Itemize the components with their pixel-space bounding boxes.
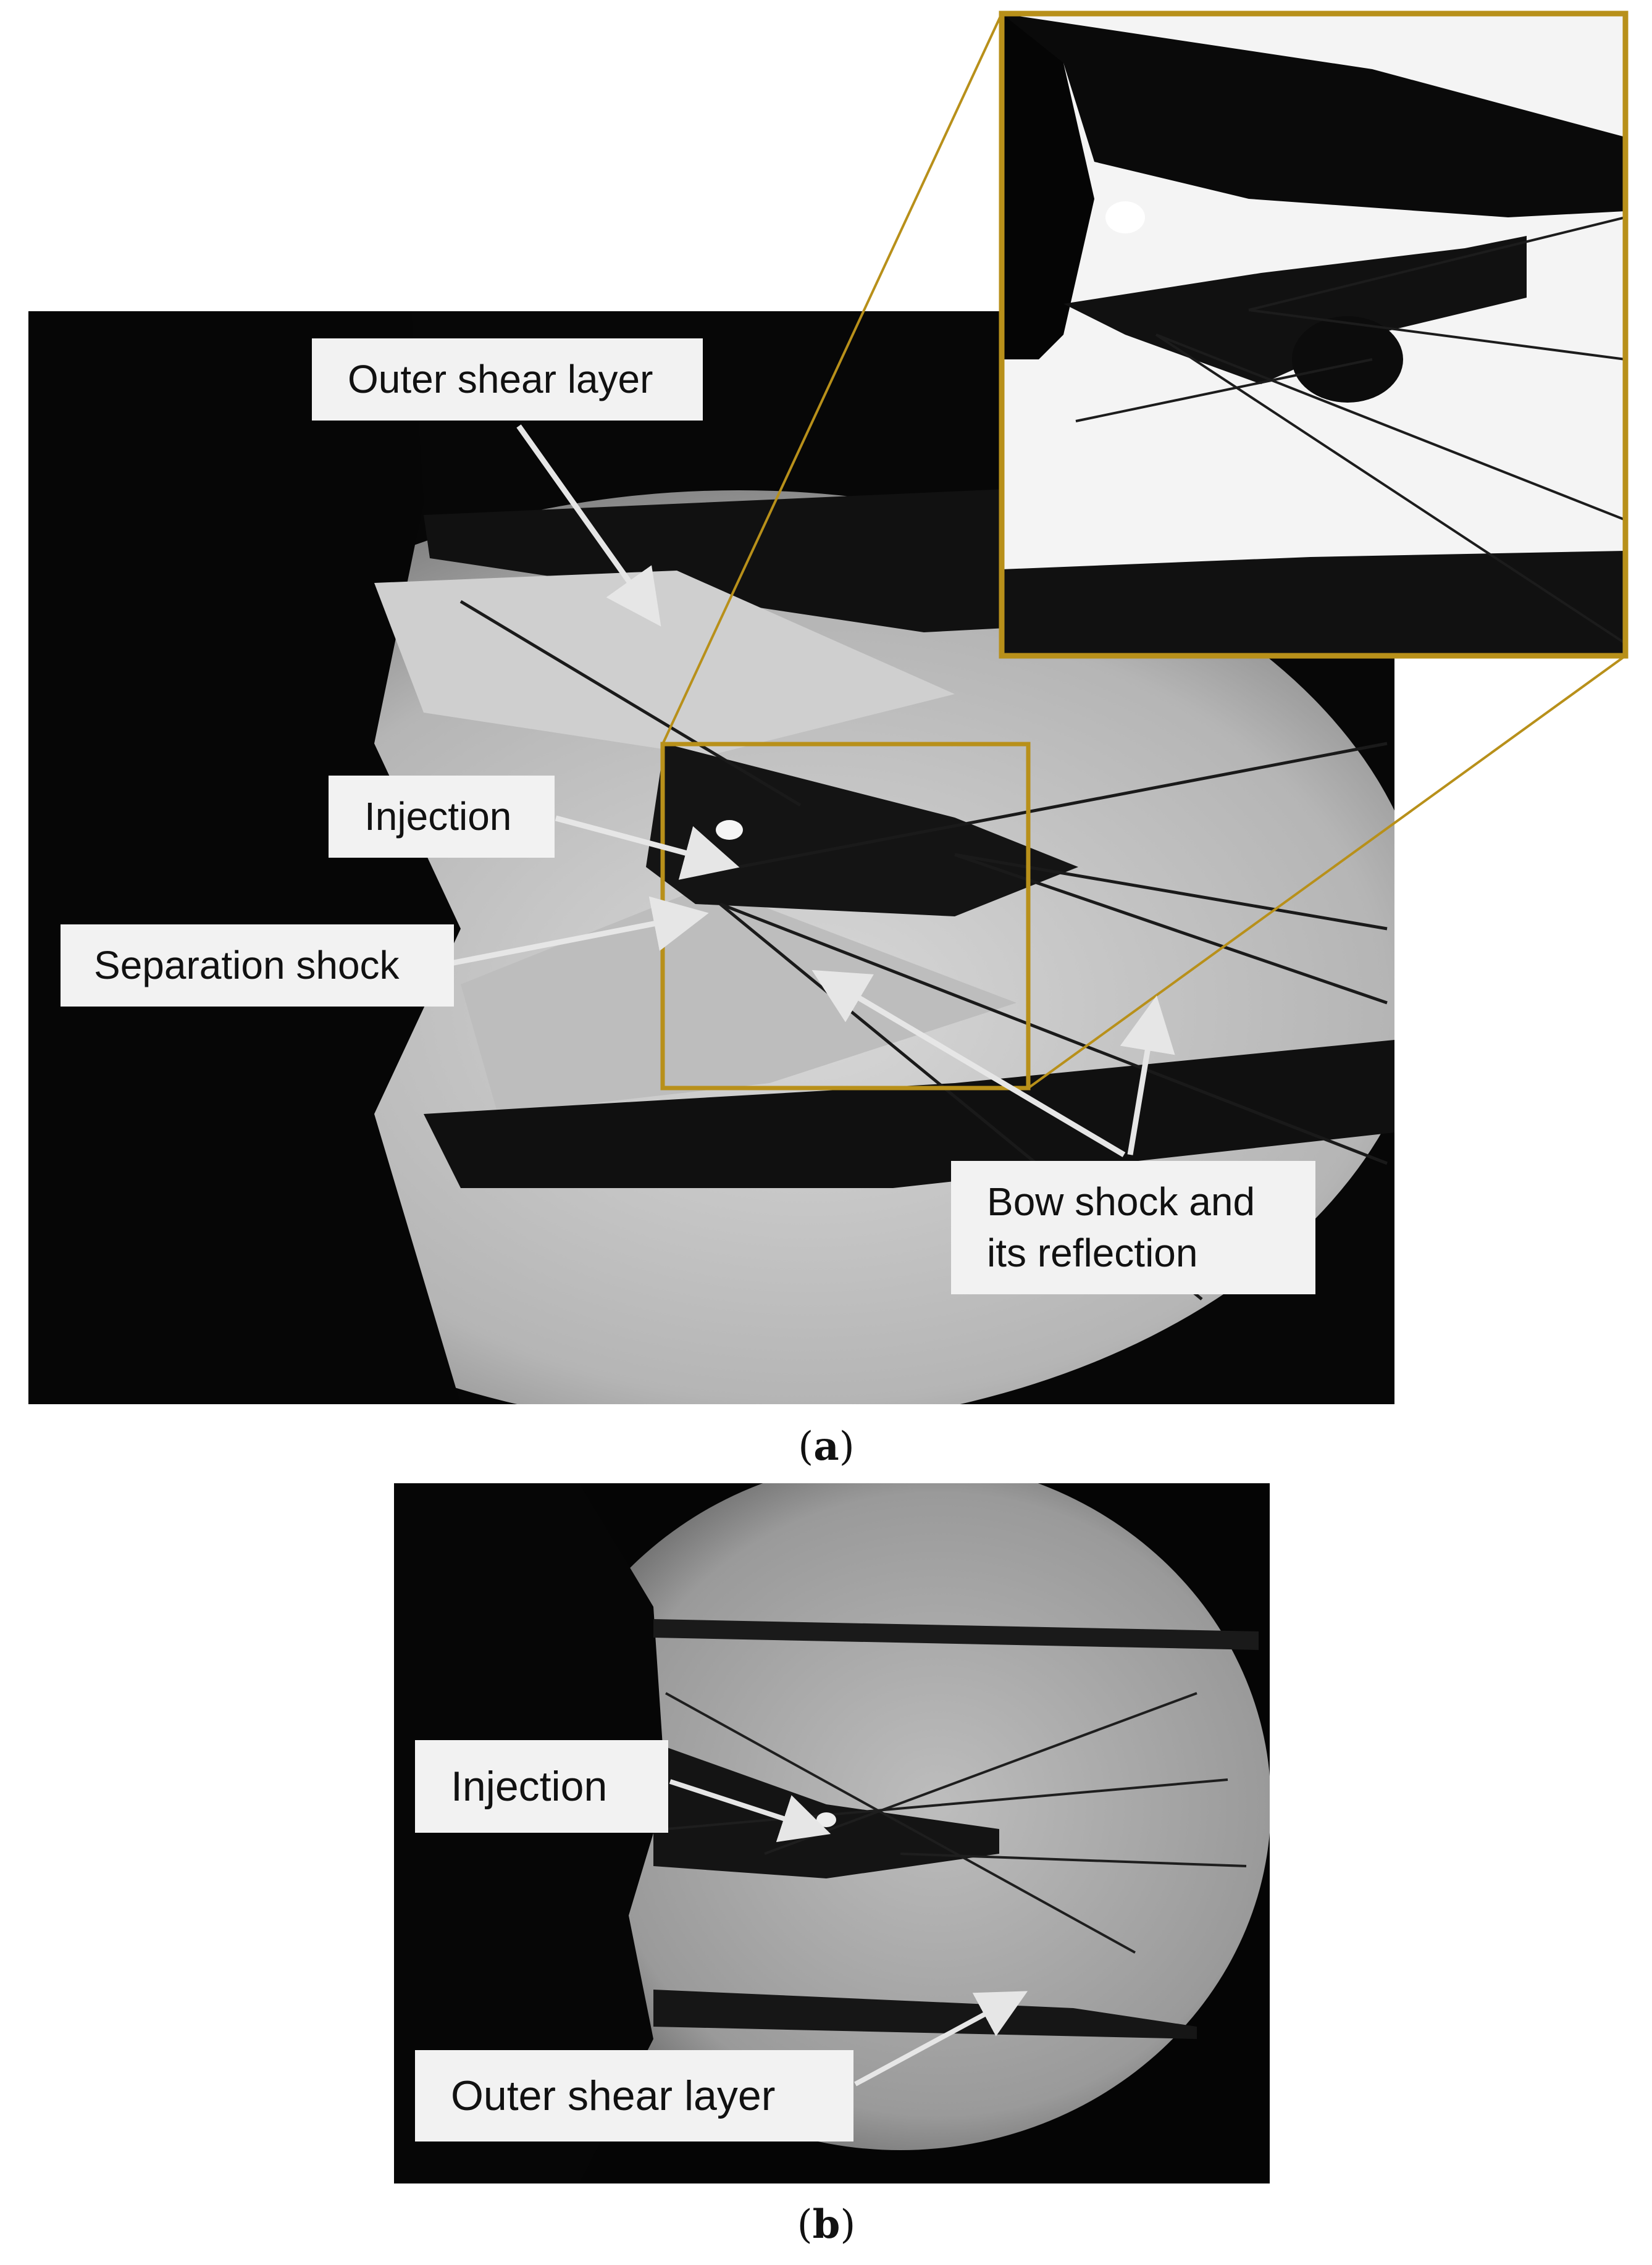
label-text-line2: its reflection xyxy=(987,1231,1198,1275)
label-separation-shock: Separation shock xyxy=(61,924,454,1007)
panel-a-zoom-inset xyxy=(1002,14,1625,656)
label-outer-shear-layer-b: Outer shear layer xyxy=(415,2050,853,2141)
label-text: Injection xyxy=(364,793,512,839)
label-text: Outer shear layer xyxy=(348,356,653,401)
label-injection-b: Injection xyxy=(415,1740,668,1833)
label-text: Injection xyxy=(451,1762,608,1810)
label-text: Separation shock xyxy=(94,942,400,987)
caption-paren: ) xyxy=(840,2202,856,2248)
caption-letter: a xyxy=(813,1423,839,1470)
label-text-line1: Bow shock and xyxy=(987,1179,1256,1224)
label-outer-shear-layer: Outer shear layer xyxy=(312,338,703,421)
caption-paren: ( xyxy=(797,2202,813,2248)
zoom-inset-image xyxy=(1002,14,1625,656)
caption-paren: ( xyxy=(798,1424,814,1470)
caption-b: (b) xyxy=(765,2201,888,2248)
label-injection: Injection xyxy=(329,776,555,858)
caption-letter: b xyxy=(812,2201,841,2248)
caption-paren: ) xyxy=(839,1424,855,1470)
label-text: Outer shear layer xyxy=(451,2072,776,2119)
caption-a: (a) xyxy=(765,1423,888,1470)
label-bow-shock: Bow shock and its reflection xyxy=(951,1161,1315,1294)
